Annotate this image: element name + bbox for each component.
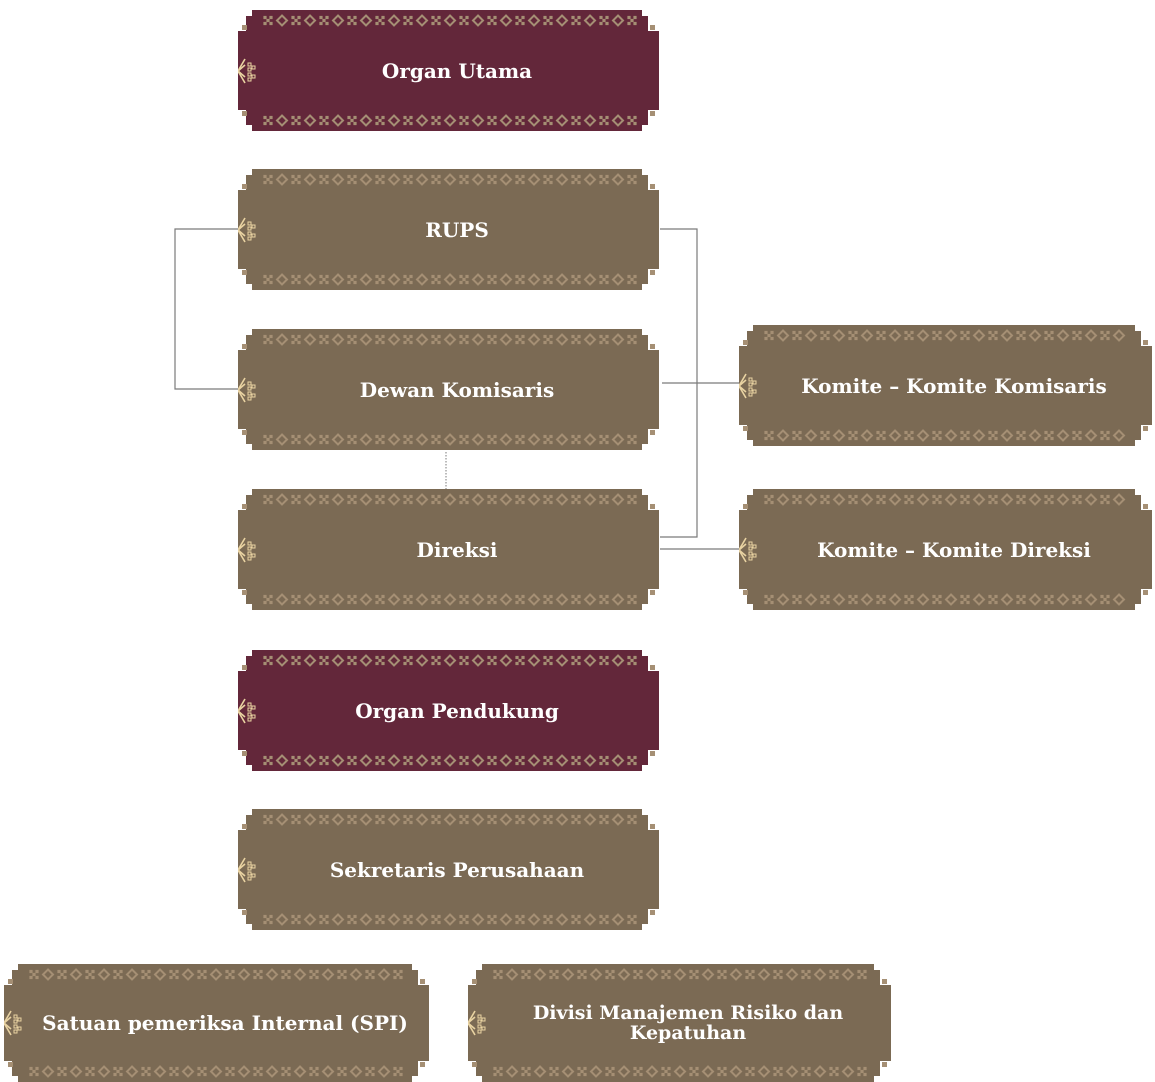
node-label: Komite – Komite Komisaris <box>801 373 1107 398</box>
node-rups: RUPS <box>238 169 660 290</box>
connector-rups-direksi <box>660 228 698 538</box>
box-frame <box>238 489 659 610</box>
node-organ-utama: Organ Utama <box>238 10 660 131</box>
woven-pattern-icon <box>238 698 256 723</box>
box-frame <box>4 964 429 1082</box>
node-label: Komite – Komite Direksi <box>817 537 1091 562</box>
connector-rups-dewan-komisaris <box>174 228 240 390</box>
woven-pattern-icon <box>238 537 256 562</box>
box-frame <box>238 809 659 930</box>
woven-pattern-icon <box>238 58 256 83</box>
woven-pattern-icon <box>4 1010 22 1036</box>
woven-pattern-icon <box>468 1010 486 1036</box>
node-komite-komisaris: Komite – Komite Komisaris <box>739 325 1153 446</box>
node-label: RUPS <box>425 217 489 242</box>
node-organ-pendukung: Organ Pendukung <box>238 650 660 771</box>
box-frame <box>238 329 659 450</box>
node-direksi: Direksi <box>238 489 660 610</box>
box-frame <box>238 10 659 131</box>
woven-pattern-icon <box>238 377 256 402</box>
node-label: Dewan Komisaris <box>359 377 555 402</box>
box-frame <box>238 169 659 290</box>
woven-pattern-icon <box>238 217 256 242</box>
node-label: Organ Pendukung <box>355 698 559 723</box>
woven-pattern-icon <box>739 373 757 398</box>
node-label: Divisi Manajemen Risiko dan Kepatuhan <box>532 1002 844 1044</box>
box-frame <box>739 325 1152 446</box>
box-frame <box>739 489 1152 610</box>
node-label: Direksi <box>416 537 498 562</box>
box-frame <box>238 650 659 771</box>
node-divisi-manajemen-risiko: Divisi Manajemen Risiko dan Kepatuhan <box>468 964 892 1082</box>
box-frame <box>468 964 891 1082</box>
woven-pattern-icon <box>238 857 256 882</box>
node-label: Organ Utama <box>381 58 533 83</box>
node-spi: Satuan pemeriksa Internal (SPI) <box>4 964 430 1082</box>
woven-pattern-icon <box>739 537 757 562</box>
node-sekretaris-perusahaan: Sekretaris Perusahaan <box>238 809 660 930</box>
node-label: Sekretaris Perusahaan <box>329 857 585 882</box>
node-komite-direksi: Komite – Komite Direksi <box>739 489 1153 610</box>
node-label: Satuan pemeriksa Internal (SPI) <box>42 1011 408 1035</box>
node-dewan-komisaris: Dewan Komisaris <box>238 329 660 450</box>
